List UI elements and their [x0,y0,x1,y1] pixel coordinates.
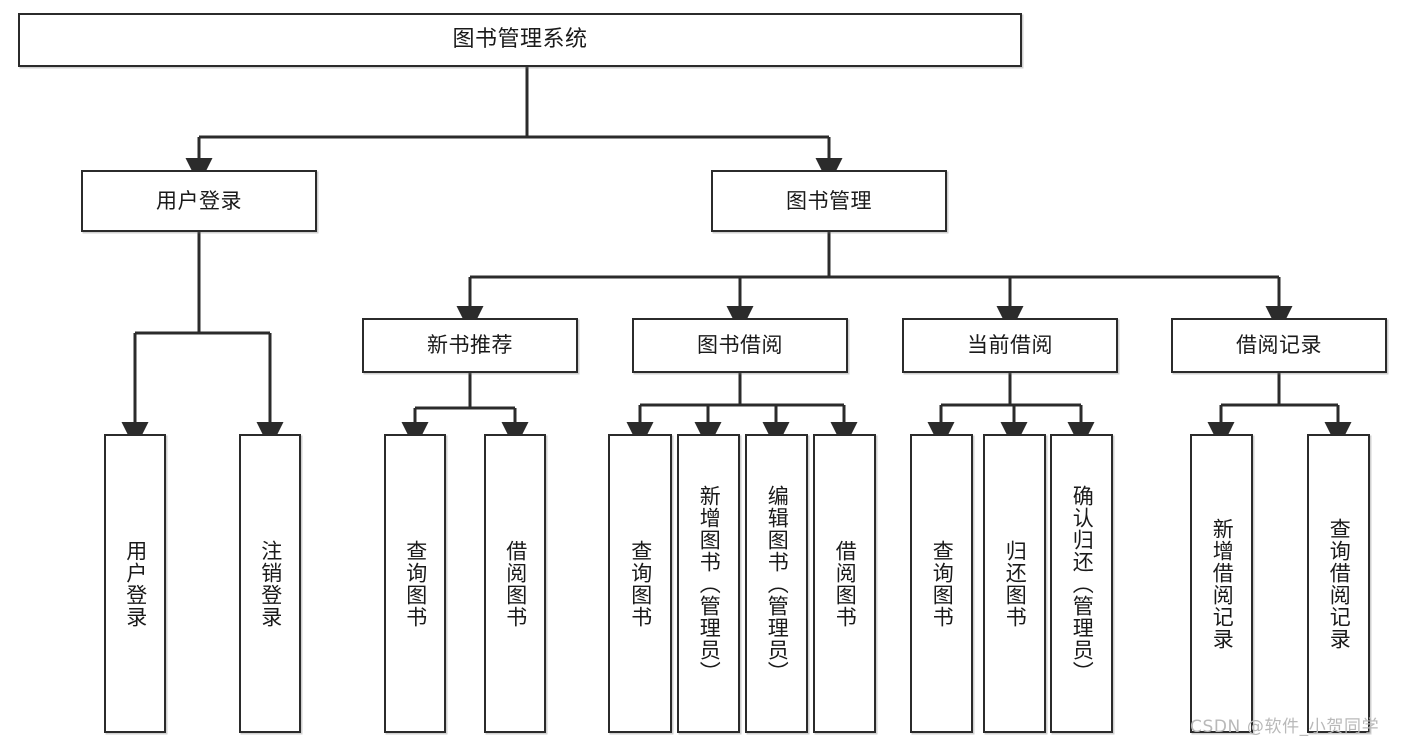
csdn-watermark: CSDN @软件_小贺同学 [1190,717,1380,737]
node-leaf-query-book-recommend[interactable]: 查询图书 [384,434,446,733]
node-level2-book-borrow[interactable]: 图书借阅 [632,318,848,373]
node-label: 当前借阅 [967,333,1053,358]
node-leaf-confirm-return-admin[interactable]: 确认归还（管理员） [1050,434,1113,733]
node-label: 注销登录 [258,539,283,628]
node-label: 用户登录 [123,539,148,628]
node-label: 新增借阅记录 [1210,517,1235,650]
node-label: 查询图书 [628,539,653,628]
node-label: 查询图书 [403,539,428,628]
node-label: 编辑图书（管理员） [765,484,790,683]
node-leaf-return-book[interactable]: 归还图书 [983,434,1046,733]
node-leaf-user-login[interactable]: 用户登录 [104,434,166,733]
node-level1-book-management[interactable]: 图书管理 [711,170,947,232]
node-leaf-query-book-current[interactable]: 查询图书 [910,434,973,733]
node-level1-user-login[interactable]: 用户登录 [81,170,317,232]
node-leaf-edit-book-admin[interactable]: 编辑图书（管理员） [745,434,808,733]
node-label: 新书推荐 [427,333,513,358]
node-leaf-borrow-book[interactable]: 借阅图书 [813,434,876,733]
node-label: 归还图书 [1003,539,1028,628]
node-label: 新增图书（管理员） [697,484,722,683]
node-label: 查询借阅记录 [1327,517,1352,650]
node-label: 图书管理 [786,188,872,213]
node-label: 借阅记录 [1236,333,1322,358]
node-label: 图书管理系统 [452,27,588,53]
node-leaf-add-book-admin[interactable]: 新增图书（管理员） [677,434,740,733]
node-leaf-query-borrow-record[interactable]: 查询借阅记录 [1307,434,1370,733]
node-label: 图书借阅 [697,333,783,358]
node-level2-new-book-recommend[interactable]: 新书推荐 [362,318,578,373]
node-label: 借阅图书 [833,539,858,628]
node-label: 借阅图书 [503,539,528,628]
node-leaf-add-borrow-record[interactable]: 新增借阅记录 [1190,434,1253,733]
node-level2-current-borrow[interactable]: 当前借阅 [902,318,1118,373]
node-label: 查询图书 [930,539,955,628]
node-level2-borrow-record[interactable]: 借阅记录 [1171,318,1387,373]
node-label: 确认归还（管理员） [1070,484,1095,683]
node-leaf-borrow-book-recommend[interactable]: 借阅图书 [484,434,546,733]
node-label: 用户登录 [156,188,242,213]
node-leaf-logout[interactable]: 注销登录 [239,434,301,733]
node-root-book-management-system[interactable]: 图书管理系统 [18,13,1022,67]
node-leaf-query-book-borrow[interactable]: 查询图书 [608,434,672,733]
